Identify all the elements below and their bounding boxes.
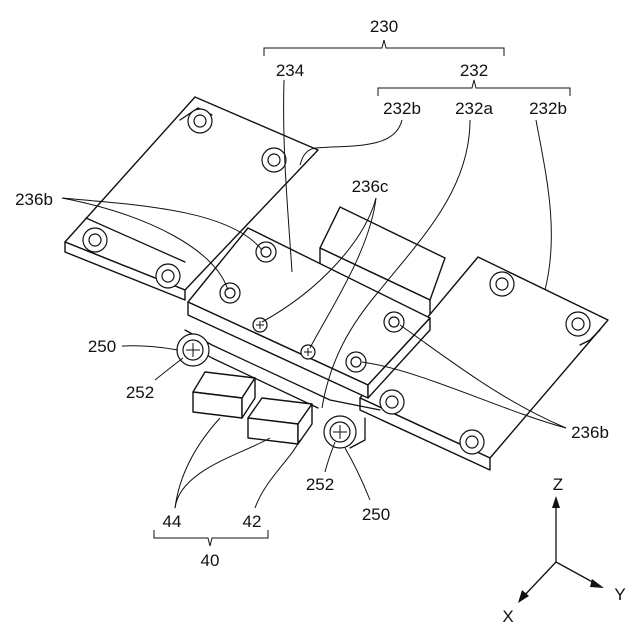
label-42: 42	[243, 512, 262, 531]
axis-label-y: Y	[614, 585, 625, 604]
connector-42	[248, 398, 312, 444]
label-250-right: 250	[362, 505, 390, 524]
axis-label-z: Z	[553, 475, 563, 494]
label-236c: 236c	[352, 177, 389, 196]
label-250-left: 250	[88, 337, 116, 356]
label-234: 234	[276, 61, 304, 80]
label-230: 230	[370, 17, 398, 36]
screw-250-right	[324, 416, 356, 448]
connector-44	[193, 372, 255, 418]
brace-40	[154, 530, 268, 546]
label-232: 232	[460, 61, 488, 80]
label-232b-right: 232b	[529, 99, 567, 118]
label-252-left: 252	[126, 383, 154, 402]
label-232b-left: 232b	[383, 99, 421, 118]
label-252-right: 252	[306, 475, 334, 494]
coordinate-axes	[518, 496, 604, 603]
label-236b-right: 236b	[571, 423, 609, 442]
label-236b-left: 236b	[15, 190, 53, 209]
label-40: 40	[201, 551, 220, 570]
axis-label-x: X	[502, 607, 513, 626]
brace-232	[378, 80, 570, 96]
label-44: 44	[163, 512, 182, 531]
screw-250-left	[177, 334, 209, 366]
label-232a: 232a	[455, 99, 493, 118]
brace-230	[264, 40, 504, 56]
